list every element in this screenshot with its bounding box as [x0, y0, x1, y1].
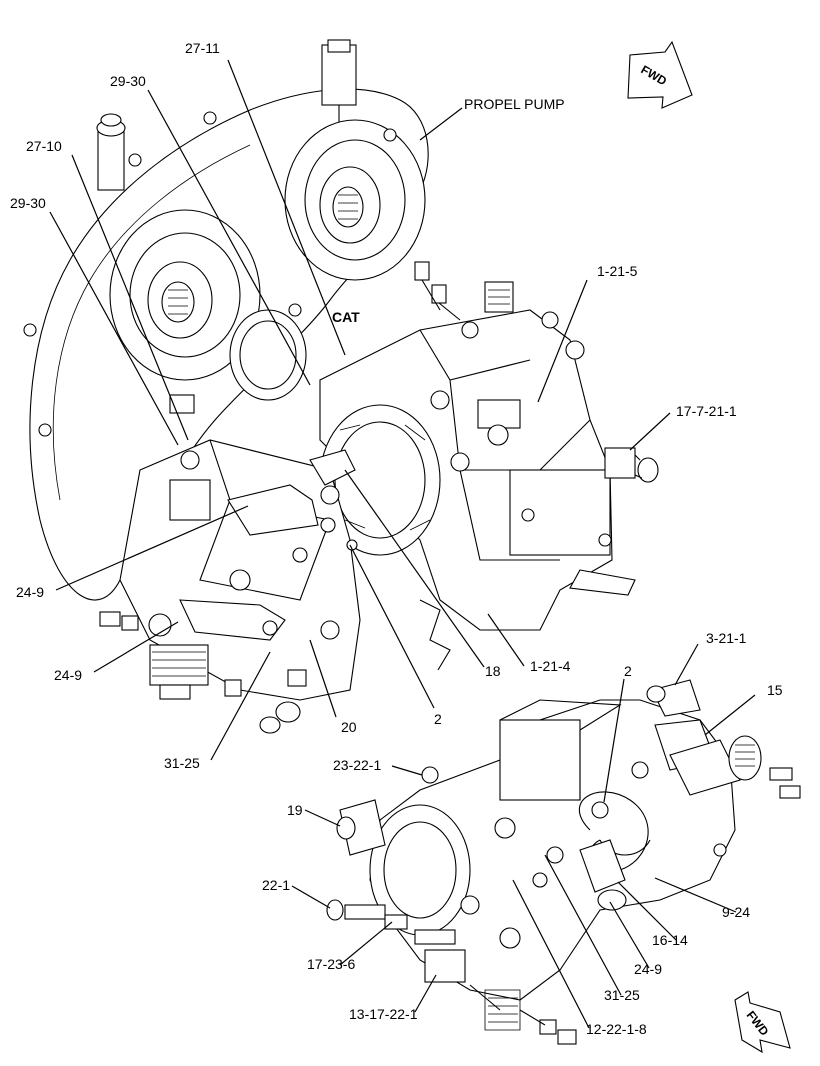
leader-lines [49, 59, 756, 1029]
lower-pump-assembly [326, 679, 801, 1045]
cat-logo: CAT [332, 309, 360, 325]
callout-labels: 27-11 29-30 27-10 29-30 PROPEL PUMP 1-21… [10, 40, 783, 1037]
callout-31-25-a: 31-25 [164, 755, 200, 771]
callout-20: 20 [341, 719, 357, 735]
fwd-arrow-top: FWD [627, 40, 693, 109]
upper-pump-assembly: CAT [23, 39, 659, 734]
callout-23-22-1: 23-22-1 [333, 757, 381, 773]
callout-2-b: 2 [624, 663, 632, 679]
callout-16-14: 16-14 [652, 932, 688, 948]
callout-19: 19 [287, 802, 303, 818]
callout-27-11: 27-11 [185, 40, 220, 56]
callout-17-7-21-1: 17-7-21-1 [676, 403, 737, 419]
callout-27-10: 27-10 [26, 138, 62, 154]
callout-9-24: 9-24 [722, 904, 750, 920]
callout-1-21-5: 1-21-5 [597, 263, 638, 279]
callout-3-21-1: 3-21-1 [706, 630, 747, 646]
callout-propel-pump: PROPEL PUMP [464, 96, 565, 112]
callout-12-22-1-8: 12-22-1-8 [586, 1021, 647, 1037]
callout-24-9-c: 24-9 [634, 961, 662, 977]
callout-22-1: 22-1 [262, 877, 290, 893]
callout-1-21-4: 1-21-4 [530, 658, 571, 674]
callout-29-30-lower: 29-30 [10, 195, 46, 211]
callout-15: 15 [767, 682, 783, 698]
callout-2-a: 2 [434, 711, 442, 727]
callout-24-9-b: 24-9 [54, 667, 82, 683]
fwd-arrow-bottom: FWD [734, 991, 791, 1054]
callout-31-25-b: 31-25 [604, 987, 640, 1003]
callout-29-30-upper: 29-30 [110, 73, 146, 89]
callout-13-17-22-1: 13-17-22-1 [349, 1006, 418, 1022]
callout-17-23-6: 17-23-6 [307, 956, 355, 972]
callout-24-9-a: 24-9 [16, 584, 44, 600]
callout-18: 18 [485, 663, 501, 679]
